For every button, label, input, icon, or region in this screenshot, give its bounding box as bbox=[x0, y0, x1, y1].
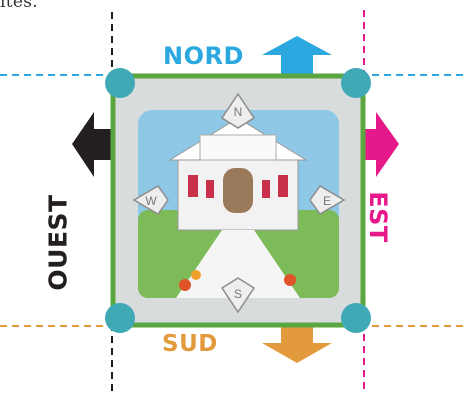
compass-letter-s: S bbox=[234, 287, 242, 301]
compass-letter-n: N bbox=[234, 105, 243, 119]
corner-disc-nw bbox=[105, 68, 135, 98]
east-arrow bbox=[364, 112, 399, 177]
label-east: EST bbox=[364, 191, 392, 243]
tile: N S W E bbox=[105, 68, 371, 333]
corner-disc-sw bbox=[105, 303, 135, 333]
label-south: SUD bbox=[162, 331, 218, 357]
compass-letter-e: E bbox=[323, 194, 331, 208]
south-arrow bbox=[262, 326, 332, 363]
corner-disc-ne bbox=[341, 68, 371, 98]
text-fragment: ites. bbox=[0, 0, 38, 12]
west-arrow bbox=[72, 112, 112, 177]
north-arrow bbox=[262, 36, 332, 75]
label-west: OUEST bbox=[43, 194, 73, 291]
label-north: NORD bbox=[163, 42, 244, 70]
compass-rose: N S W E bbox=[132, 92, 346, 314]
compass-letter-w: W bbox=[145, 194, 157, 208]
corner-disc-se bbox=[341, 303, 371, 333]
palace-illustration bbox=[168, 117, 308, 298]
